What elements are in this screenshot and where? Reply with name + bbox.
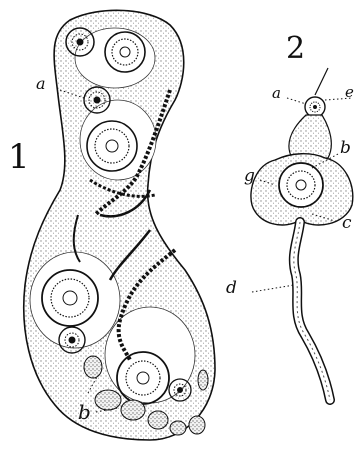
figure-2-label-g: g: [244, 168, 255, 185]
figure-2-label-e: e: [345, 85, 354, 100]
figure-number-2: 2: [286, 34, 305, 64]
figure-1-label-a: a: [36, 76, 46, 92]
figure-1-specimen: [24, 10, 215, 440]
figure-number-1: 1: [8, 140, 30, 174]
figure-2-label-c: c: [342, 215, 352, 232]
figure-2-label-b: b: [340, 140, 351, 157]
figure-2-specimen: [251, 68, 353, 400]
figure-2-label-d: d: [226, 280, 237, 297]
figure-1-label-b: b: [78, 402, 91, 422]
figure-2-label-a: a: [272, 86, 281, 101]
